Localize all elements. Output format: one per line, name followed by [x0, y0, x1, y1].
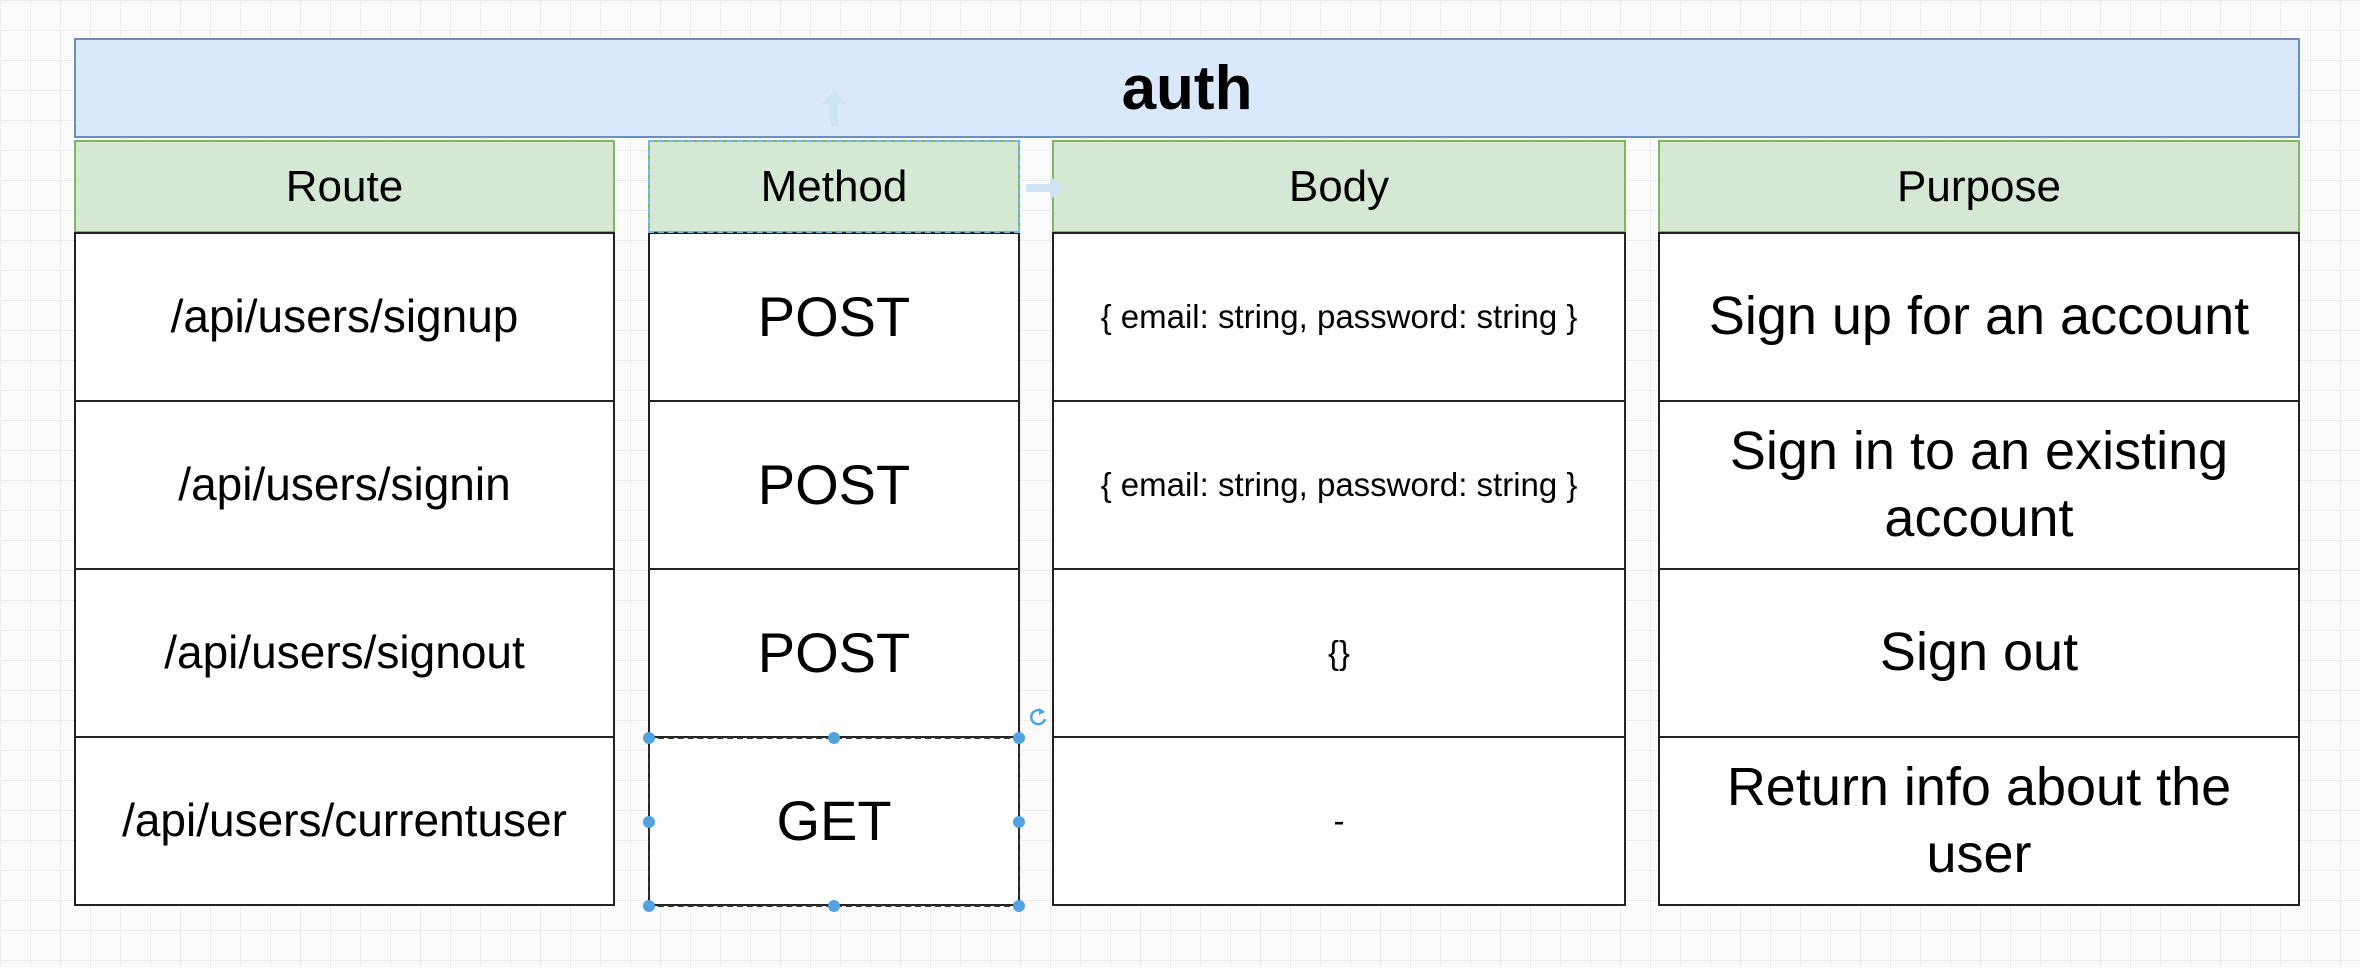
purpose-cell[interactable]: Sign out: [1658, 568, 2300, 738]
method-cell-selected[interactable]: GET: [648, 736, 1020, 906]
rotate-handle-icon[interactable]: [1027, 706, 1049, 728]
resize-handle[interactable]: [643, 816, 655, 828]
route-cell[interactable]: /api/users/signin: [74, 400, 615, 570]
purpose-header[interactable]: Purpose: [1658, 140, 2300, 233]
resize-handle[interactable]: [1013, 900, 1025, 912]
route-cell[interactable]: /api/users/signup: [74, 232, 615, 402]
body-cell[interactable]: -: [1052, 736, 1626, 906]
body-column: Body { email: string, password: string }…: [1052, 140, 1626, 908]
body-header[interactable]: Body: [1052, 140, 1626, 233]
resize-handle[interactable]: [643, 900, 655, 912]
body-cell[interactable]: { email: string, password: string }: [1052, 400, 1626, 570]
table-title[interactable]: auth: [74, 38, 2300, 138]
method-header[interactable]: Method: [648, 140, 1020, 233]
resize-handle[interactable]: [828, 900, 840, 912]
method-cell[interactable]: POST: [648, 400, 1020, 570]
resize-handle[interactable]: [1013, 732, 1025, 744]
method-cell[interactable]: POST: [648, 232, 1020, 402]
purpose-column: Purpose Sign up for an account Sign in t…: [1658, 140, 2300, 908]
route-cell[interactable]: /api/users/currentuser: [74, 736, 615, 906]
purpose-cell[interactable]: Return info about the user: [1658, 736, 2300, 906]
resize-handle[interactable]: [643, 732, 655, 744]
method-cell[interactable]: POST: [648, 568, 1020, 738]
route-column: Route /api/users/signup /api/users/signi…: [74, 140, 615, 908]
route-header[interactable]: Route: [74, 140, 615, 233]
resize-handle[interactable]: [1013, 816, 1025, 828]
purpose-cell[interactable]: Sign in to an existing account: [1658, 400, 2300, 570]
body-cell[interactable]: { email: string, password: string }: [1052, 232, 1626, 402]
method-column: Method POST POST POST GET: [648, 140, 1020, 908]
body-cell[interactable]: {}: [1052, 568, 1626, 738]
route-cell[interactable]: /api/users/signout: [74, 568, 615, 738]
purpose-cell[interactable]: Sign up for an account: [1658, 232, 2300, 402]
resize-handle[interactable]: [828, 732, 840, 744]
